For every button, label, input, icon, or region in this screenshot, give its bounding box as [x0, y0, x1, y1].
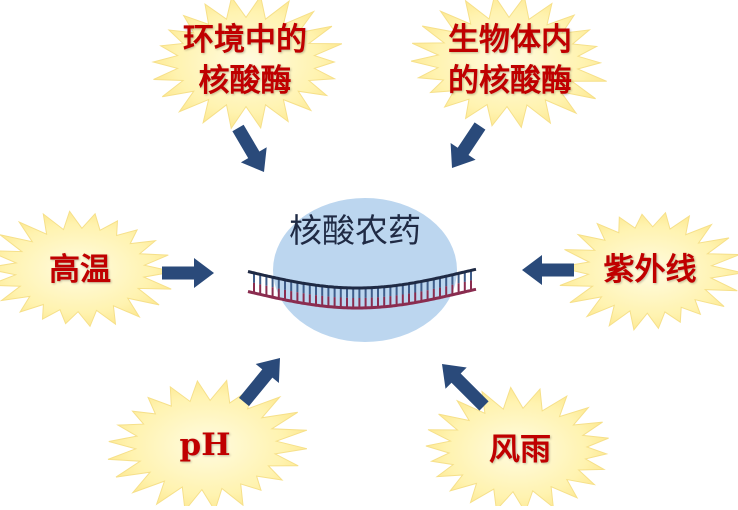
top-strand-backbone — [247, 267, 477, 290]
factor-env-nuclease-line2: 核酸酶 — [198, 63, 292, 99]
arrow-body-nuclease-icon — [450, 122, 486, 168]
burst-high-temp-icon — [0, 210, 175, 328]
arrow-uv-icon — [522, 255, 574, 285]
factor-uv: 紫外线 — [603, 252, 697, 288]
burst-uv-icon — [557, 211, 738, 331]
nucleic-acid-double-strand-icon — [247, 267, 477, 310]
factor-high-temp: 高温 — [49, 252, 111, 288]
factor-body-nuclease: 生物体内 的核酸酶 — [425, 20, 595, 102]
factor-env-nuclease: 环境中的 核酸酶 — [160, 20, 330, 102]
burst-body-nuclease-icon — [410, 0, 607, 129]
burst-env-nuclease-icon — [151, 0, 343, 130]
bottom-strand-backbone — [247, 287, 477, 310]
arrow-high-temp-icon — [162, 258, 214, 288]
center-label: 核酸农药 — [289, 211, 421, 250]
factor-wind-rain: 风雨 — [489, 432, 551, 468]
burst-ph-icon — [107, 379, 308, 510]
factor-ph: pH — [179, 427, 231, 463]
arrow-env-nuclease-icon — [232, 124, 267, 172]
arrow-ph-icon — [239, 358, 280, 407]
factor-body-nuclease-line2: 的核酸酶 — [448, 63, 572, 99]
arrow-wind-rain-icon — [442, 364, 489, 411]
burst-wind-rain-icon — [425, 386, 609, 510]
factor-env-nuclease-line1: 环境中的 — [183, 22, 307, 58]
factor-body-nuclease-line1: 生物体内 — [448, 22, 572, 58]
